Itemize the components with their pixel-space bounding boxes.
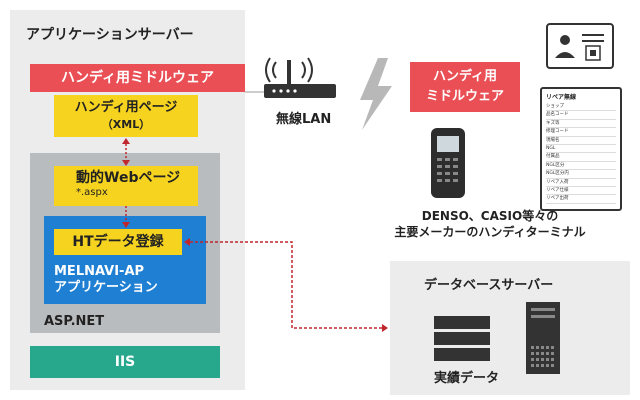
tablet-screen-header: リペア無線 [546, 94, 577, 101]
handy-middleware-label: ハンディ用ミドルウェア [60, 70, 215, 86]
tablet-screen-row: リペア入荷 [546, 179, 616, 188]
tablet-screen-row: リペア出荷 [546, 195, 616, 204]
tablet-screen-row: NGL区分内 [546, 170, 616, 179]
tablet-screen-row: 現場名 [546, 137, 616, 146]
id-card-icon [546, 23, 614, 69]
tower-server-icon [526, 302, 560, 374]
tablet-screen-row: リペア仕様 [546, 187, 616, 196]
handy-middleware-box: ハンディ用ミドルウェア [30, 64, 245, 92]
terminal-caption-line1: DENSO、CASIO等々の [421, 209, 559, 223]
melnavi-name: MELNAVI-AP [54, 264, 145, 279]
handheld-terminal-icon [431, 128, 465, 198]
db-server-title: データベースサーバー [424, 278, 554, 293]
dynamic-page-box: 動的Webページ *.aspx [54, 166, 198, 206]
terminal-caption-line2: 主要メーカーのハンディターミナル [394, 225, 586, 239]
terminal-caption: DENSO、CASIO等々の 主要メーカーのハンディターミナル [370, 208, 610, 240]
dynamic-page-title: 動的Webページ [76, 170, 181, 186]
wireless-lan-label: 無線LAN [276, 112, 332, 127]
handy-page-box: ハンディ用ページ （XML） [54, 95, 198, 137]
handy-side-middleware-box: ハンディ用 ミドルウェア [410, 62, 520, 112]
dynamic-page-ext: *.aspx [76, 187, 108, 198]
handy-page-title: ハンディ用ページ [74, 100, 178, 115]
handy-side-middleware-line1: ハンディ用 [432, 69, 498, 84]
wireless-router-icon [264, 57, 336, 98]
iis-label: IIS [114, 354, 136, 370]
app-server-title: アプリケーションサーバー [26, 27, 194, 43]
melnavi-sub: アプリケーション [54, 280, 158, 295]
record-data-label: 実績データ [434, 371, 500, 386]
flow-arrows [122, 138, 388, 332]
ht-data-label: HTデータ登録 [72, 234, 164, 250]
tablet-screen-row: ショップ [546, 103, 616, 112]
handy-page-format: （XML） [101, 118, 151, 131]
tablet-screen-row: 付属品 [546, 153, 616, 162]
db-server-panel [390, 261, 630, 395]
tablet-screen-row: 修理コード [546, 128, 616, 137]
tablet-screen-row: NGL区分 [546, 162, 616, 171]
server-rack-icon [434, 316, 490, 361]
tablet-screen-row: キズ等 [546, 120, 616, 129]
melnavi-label: MELNAVI-AP アプリケーション [54, 264, 158, 296]
ht-data-box: HTデータ登録 [54, 229, 182, 255]
lightning-icon [360, 58, 392, 130]
tablet-screen-row: NGL [546, 145, 616, 154]
iis-box: IIS [30, 346, 220, 378]
aspnet-label: ASP.NET [44, 314, 105, 329]
handy-side-middleware-line2: ミドルウェア [425, 89, 504, 104]
tablet-screen-row: 品名コード [546, 111, 616, 120]
